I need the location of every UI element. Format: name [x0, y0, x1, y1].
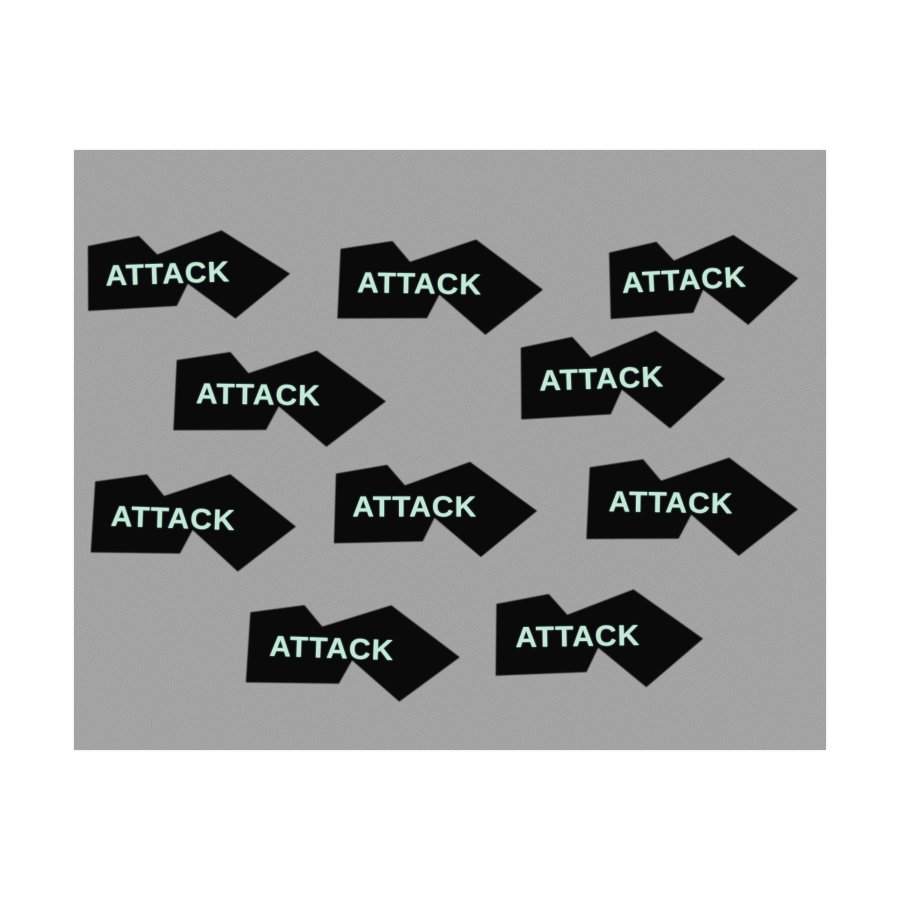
token-board: ATTACK ATTACK ATTACK ATTACK ATTACK [74, 150, 826, 750]
noise-texture [74, 150, 826, 750]
